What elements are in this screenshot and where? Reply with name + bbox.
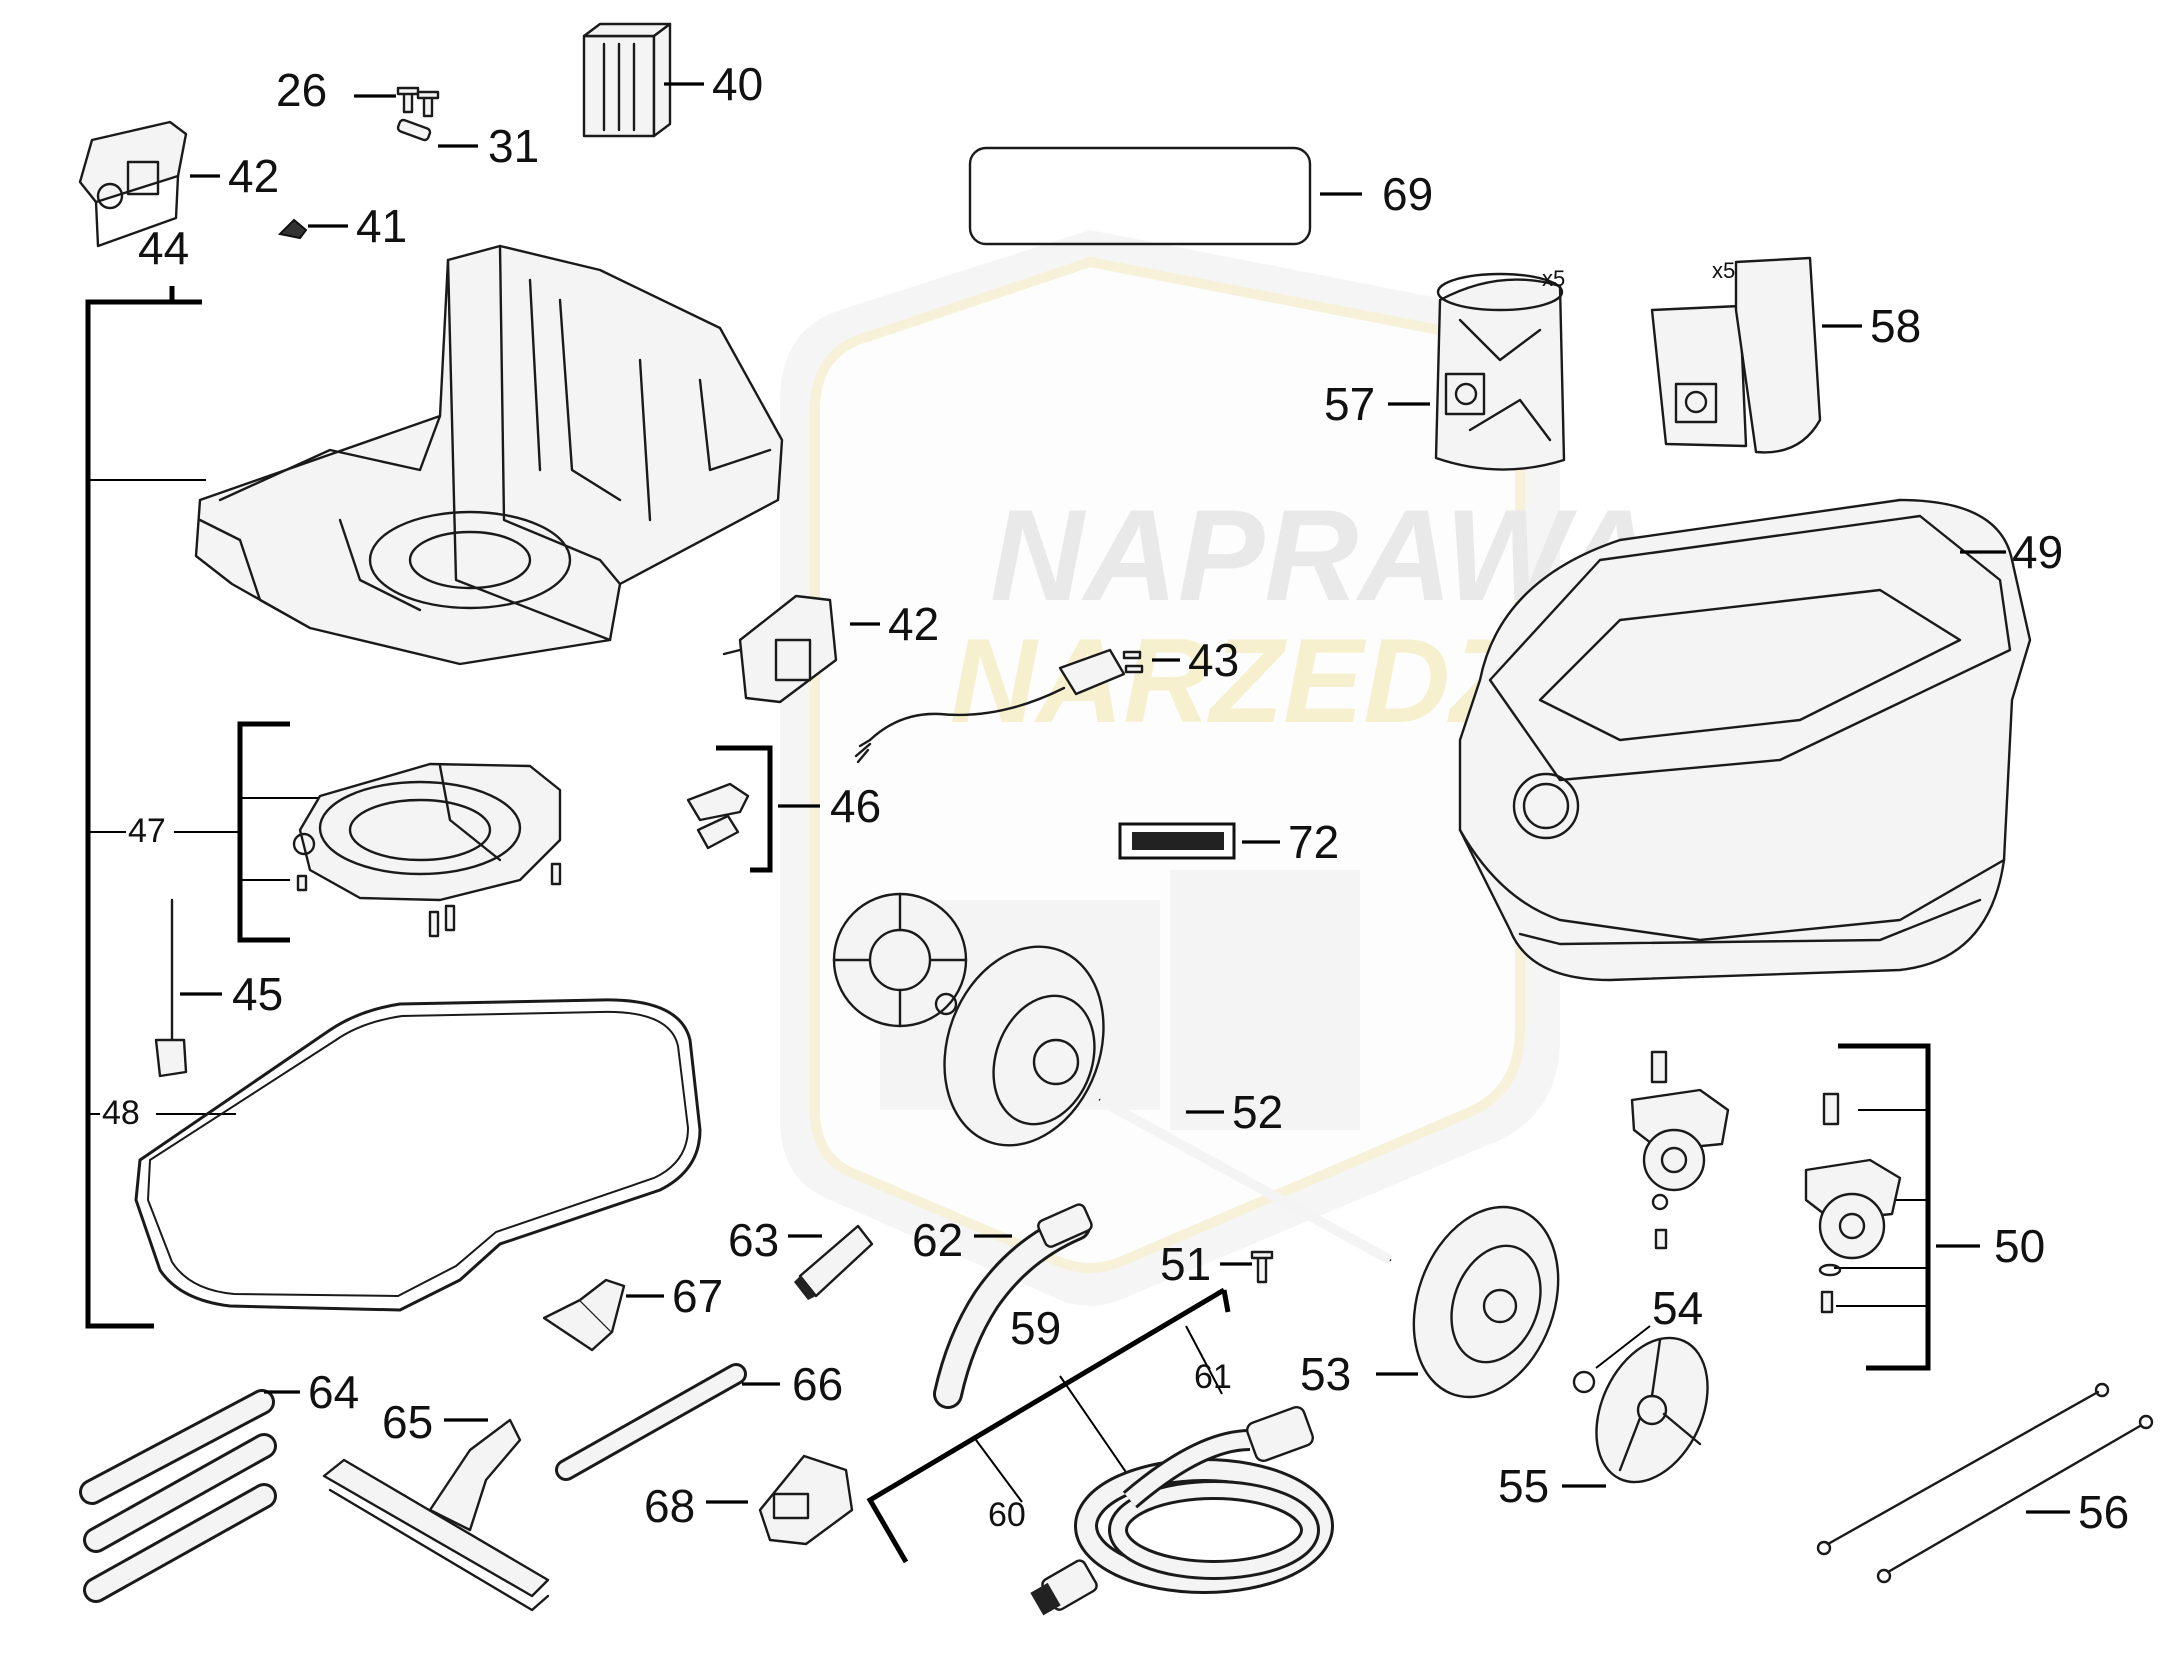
part-48-gasket [134,998,702,1312]
callout-53: 53 [1300,1348,1351,1400]
callout-57: 57 [1324,378,1375,430]
part-44-group: 44 47 48 [85,222,238,1329]
part-41: 41 [277,200,407,252]
callout-55: 55 [1498,1460,1549,1512]
part-66-tube: 66 [555,1358,843,1481]
qty-57: x5 [1542,266,1565,291]
part-51-screw: 51 [1160,1238,1274,1290]
part-44-motor-housing [194,244,784,666]
callout-42-top: 42 [228,150,279,202]
callout-48: 48 [102,1094,140,1132]
callout-41: 41 [356,200,407,252]
part-67-nozzle: 67 [542,1270,723,1352]
callout-65: 65 [382,1396,433,1448]
callout-56: 56 [2078,1486,2129,1538]
callout-72: 72 [1288,816,1339,868]
callout-60: 60 [988,1496,1026,1534]
qty-58: x5 [1712,258,1735,283]
callout-54: 54 [1652,1282,1703,1334]
callout-59: 59 [1010,1302,1061,1354]
callout-58: 58 [1870,300,1921,352]
part-69-label-plate: 69 [968,146,1433,246]
part-59-hose-group: 59 61 60 [866,1287,1334,1616]
callout-66: 66 [792,1358,843,1410]
callout-62: 62 [912,1214,963,1266]
callout-69: 69 [1382,168,1433,220]
callout-52: 52 [1232,1086,1283,1138]
callout-26: 26 [276,64,327,116]
part-50-castors: 50 [1630,1043,2045,1371]
callout-49: 49 [2012,526,2063,578]
part-62-tube: 62 [912,1203,1093,1409]
part-46-switch-parts: 46 [686,745,881,873]
callout-61: 61 [1194,1358,1232,1396]
part-42-switch-top: 42 [78,120,279,248]
callout-47: 47 [128,812,166,850]
part-64-extension-tubes: 64 [79,1366,359,1603]
callout-44: 44 [138,222,189,274]
part-65-floor-nozzle: 65 [322,1396,550,1612]
callout-67: 67 [672,1270,723,1322]
callout-40: 40 [712,58,763,110]
callout-42-middle: 42 [888,598,939,650]
part-57-dust-bag: x5 57 [1324,266,1565,471]
part-52-axle-wheel: 52 [832,892,1393,1265]
part-45-sensor: 45 [154,898,283,1078]
part-42-switch-middle: 42 [722,594,939,704]
callout-46: 46 [830,780,881,832]
part-43-power-cord: 43 [854,634,1239,764]
part-49-container: 49 [1458,498,2063,982]
callout-63: 63 [728,1214,779,1266]
callout-45: 45 [232,968,283,1020]
part-40-filter: 40 [582,22,763,138]
part-63-connector: 63 [728,1214,874,1300]
watermark-line2: NARZEDZI [950,614,1559,748]
callout-51: 51 [1160,1238,1211,1290]
part-53-54-55-wheel: 53 54 55 [1300,1205,1709,1512]
callout-50: 50 [1994,1220,2045,1272]
part-58-paper-bag: x5 58 [1650,256,1921,454]
part-56-cables: 56 [1816,1382,2154,1584]
callout-43: 43 [1188,634,1239,686]
callout-31: 31 [488,120,539,172]
part-26-31-screws: 26 31 [276,64,539,172]
part-72-strip: 72 [1118,816,1339,868]
part-47-float-chamber [237,721,562,943]
callout-64: 64 [308,1366,359,1418]
part-68-adapter: 68 [644,1454,854,1546]
callout-68: 68 [644,1480,695,1532]
